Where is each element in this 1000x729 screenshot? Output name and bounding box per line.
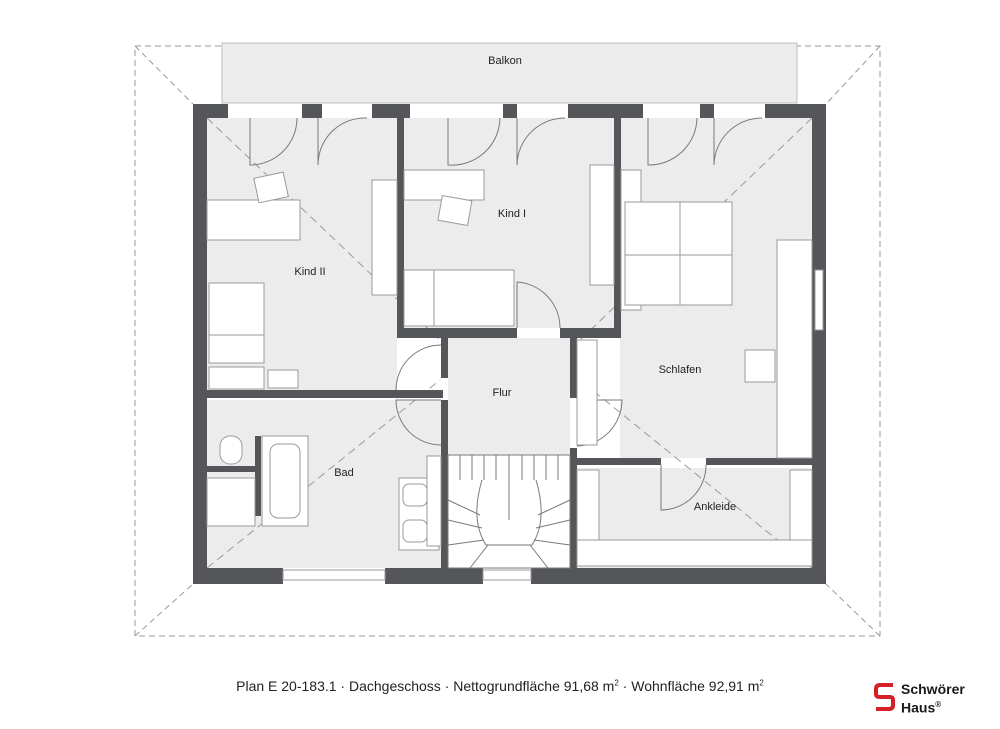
room-label-balkon: Balkon (488, 55, 522, 67)
logo-text-haus: Haus (901, 699, 936, 716)
logo-text-line-2: Haus® (901, 697, 941, 716)
room-label-kind-1: Kind I (498, 208, 526, 220)
room-label-flur: Flur (493, 387, 512, 399)
caption-sup-1: 2 (614, 678, 619, 688)
caption-text-1: Plan E 20-183.1 · Dachgeschoss · Nettogr… (236, 678, 615, 694)
caption-sup-2: 2 (759, 678, 764, 688)
windows (282, 269, 824, 581)
caption-text-2: · Wohnfläche 92,91 m (618, 678, 760, 694)
room-label-kind-2: Kind II (294, 266, 325, 278)
logo-registered-mark: ® (935, 700, 942, 709)
logo-text-line-1: Schwörer (901, 681, 965, 697)
door-swings (249, 117, 763, 511)
plan-caption: Plan E 20-183.1 · Dachgeschoss · Nettogr… (0, 678, 1000, 694)
furniture (206, 164, 813, 567)
room-label-bad: Bad (334, 467, 354, 479)
staircase (447, 454, 571, 569)
room-label-ankleide: Ankleide (694, 501, 736, 513)
bed-details (209, 202, 732, 336)
walls (193, 104, 826, 584)
room-label-schlafen: Schlafen (659, 364, 702, 376)
schwoerer-haus-logo: Schwörer Haus® (873, 681, 988, 716)
logo-s-icon (874, 683, 895, 711)
balcony-area (221, 42, 798, 104)
